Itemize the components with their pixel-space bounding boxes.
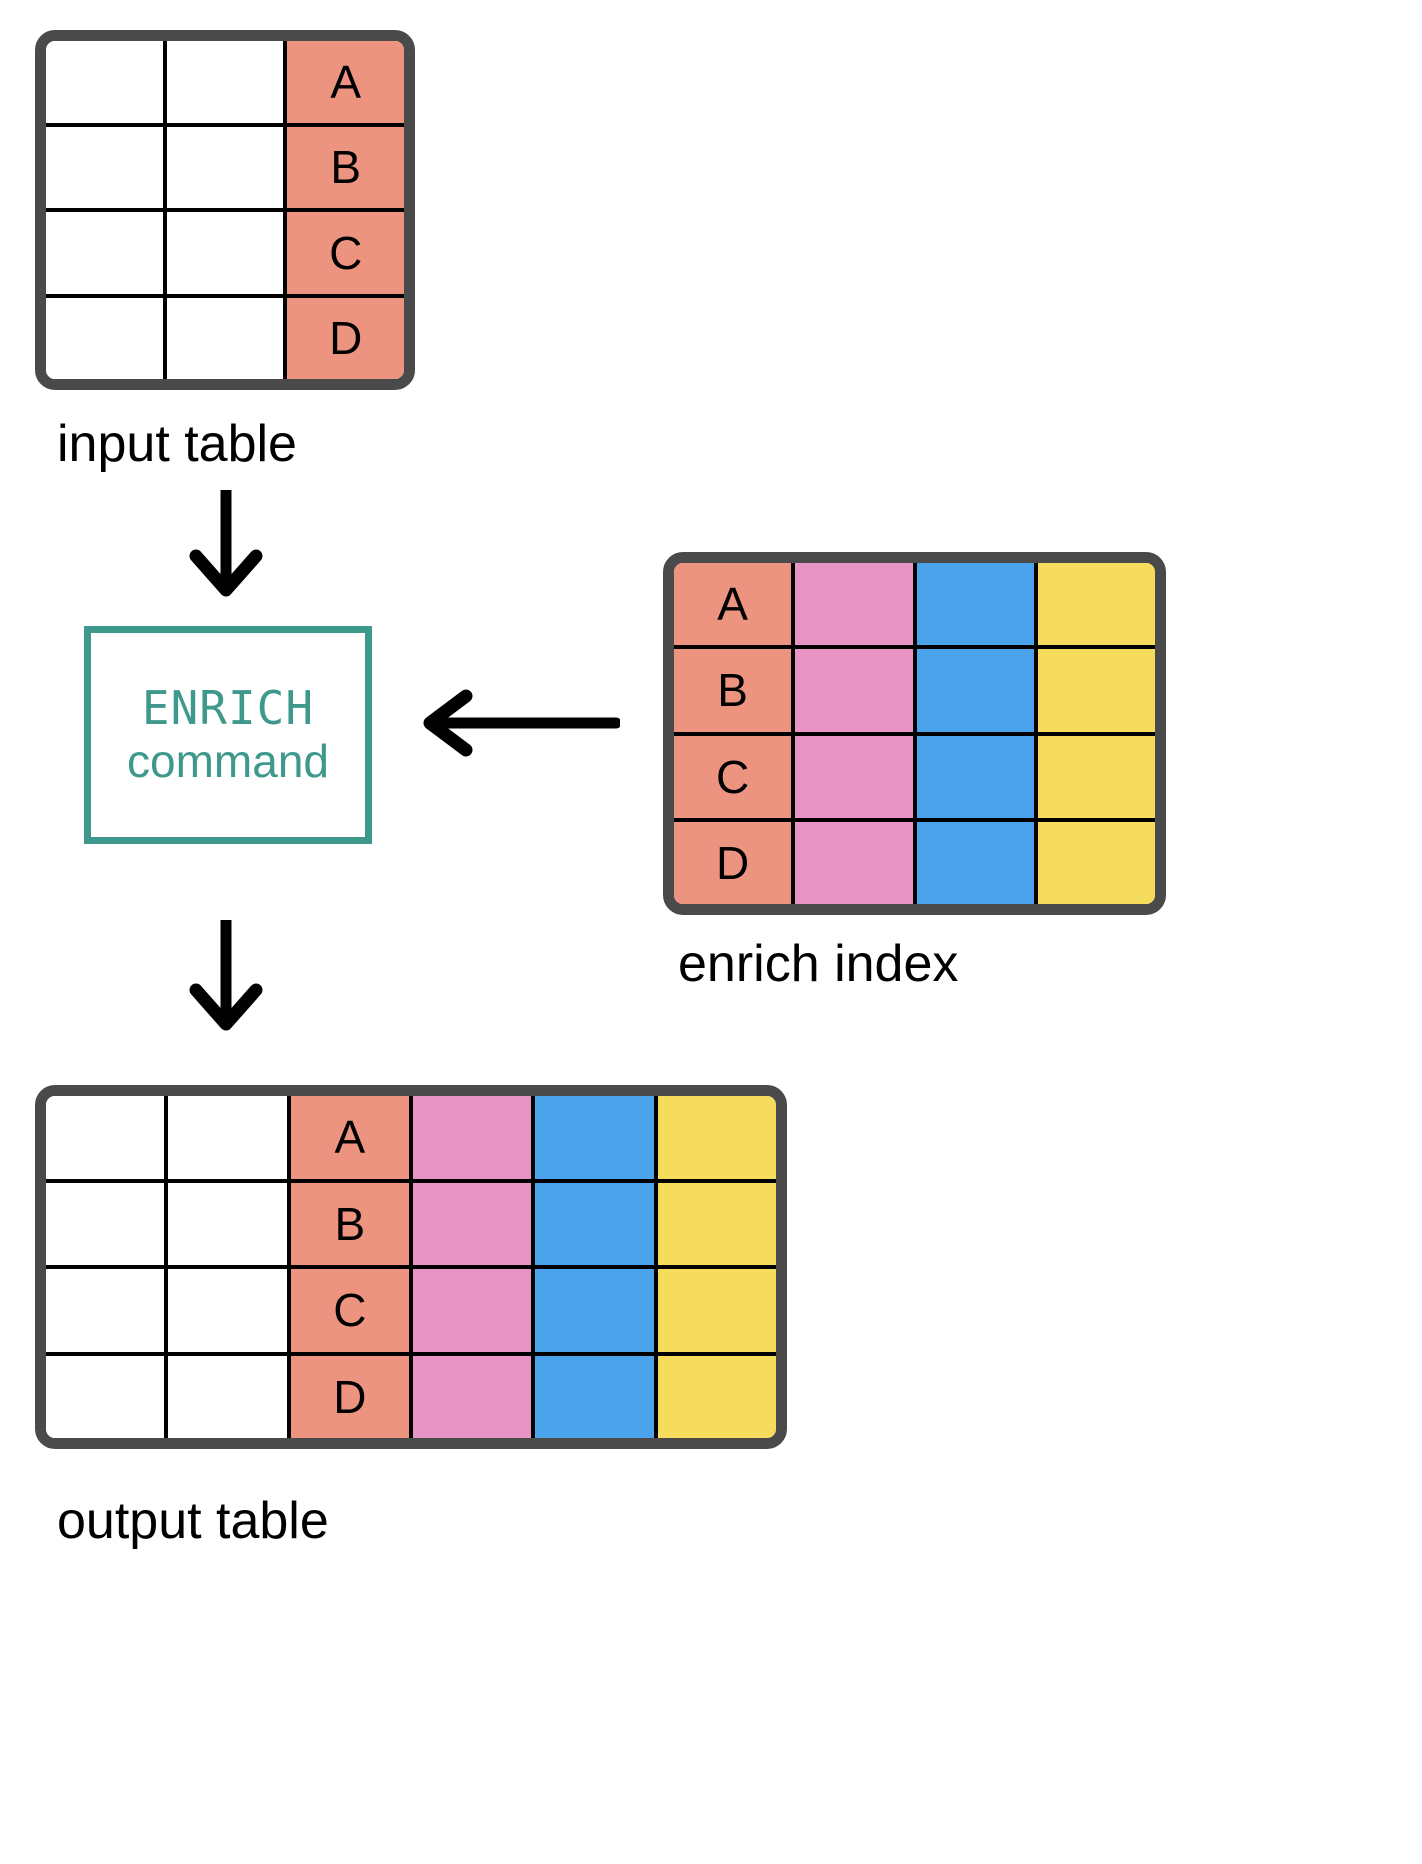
table-cell-enrich-col-2 bbox=[916, 735, 1038, 818]
table-cell-enrich-col-1 bbox=[795, 821, 917, 904]
table-cell-col-2 bbox=[168, 1269, 291, 1352]
table-cell-enrich-col-1 bbox=[412, 1096, 536, 1179]
table-cell-col-1 bbox=[46, 1269, 169, 1352]
table-cell-enrich-col-2 bbox=[535, 1355, 658, 1438]
table-cell-key-col: C bbox=[287, 212, 404, 294]
table-cell-key-col: A bbox=[674, 563, 796, 646]
table-cell-col-1 bbox=[46, 297, 167, 379]
table-row: D bbox=[674, 821, 1155, 904]
table-row: A bbox=[674, 563, 1155, 650]
table-cell-key-col: C bbox=[290, 1269, 413, 1352]
table-row: D bbox=[46, 297, 404, 379]
table-cell-col-1 bbox=[46, 1355, 169, 1438]
table-row: C bbox=[46, 212, 404, 298]
table-cell-key-col: B bbox=[674, 649, 796, 732]
table-cell-enrich-col-2 bbox=[916, 563, 1038, 646]
table-cell-enrich-col-3 bbox=[1037, 735, 1155, 818]
table-cell-col-1 bbox=[46, 212, 167, 294]
table-row: C bbox=[46, 1269, 776, 1356]
table-row: C bbox=[674, 735, 1155, 822]
input-table-caption: input table bbox=[57, 415, 297, 473]
table-row: A bbox=[46, 1096, 776, 1183]
table-row: B bbox=[674, 649, 1155, 736]
table-cell-enrich-col-3 bbox=[1037, 821, 1155, 904]
arrow-command-to-output bbox=[176, 914, 276, 1040]
output-table-caption: output table bbox=[57, 1492, 329, 1550]
table-cell-key-col: B bbox=[287, 126, 404, 208]
enrich-command-line-1: ENRICH bbox=[141, 681, 315, 736]
table-cell-key-col: D bbox=[287, 297, 404, 379]
table-cell-col-2 bbox=[168, 1182, 291, 1265]
table-cell-col-1 bbox=[46, 126, 167, 208]
table-cell-enrich-col-1 bbox=[795, 649, 917, 732]
table-cell-col-1 bbox=[46, 41, 167, 123]
table-cell-enrich-col-3 bbox=[657, 1096, 776, 1179]
table-cell-enrich-col-3 bbox=[1037, 649, 1155, 732]
table-cell-col-2 bbox=[166, 126, 288, 208]
table-cell-enrich-col-1 bbox=[412, 1355, 536, 1438]
table-row: B bbox=[46, 1182, 776, 1269]
arrow-input-to-command bbox=[176, 484, 276, 605]
enrich-index-caption: enrich index bbox=[678, 935, 959, 993]
table-cell-col-2 bbox=[166, 297, 288, 379]
table-row: B bbox=[46, 126, 404, 212]
table-cell-col-2 bbox=[168, 1096, 291, 1179]
table-cell-key-col: C bbox=[674, 735, 796, 818]
table-cell-col-2 bbox=[166, 212, 288, 294]
table-cell-key-col: A bbox=[290, 1096, 413, 1179]
table-cell-key-col: D bbox=[290, 1355, 413, 1438]
arrow-index-to-command bbox=[420, 688, 622, 763]
table-cell-enrich-col-3 bbox=[657, 1269, 776, 1352]
table-cell-enrich-col-3 bbox=[657, 1355, 776, 1438]
table-cell-enrich-col-1 bbox=[795, 735, 917, 818]
table-cell-col-1 bbox=[46, 1182, 169, 1265]
table-cell-enrich-col-2 bbox=[535, 1096, 658, 1179]
table-cell-enrich-col-2 bbox=[535, 1269, 658, 1352]
table-cell-enrich-col-3 bbox=[1037, 563, 1155, 646]
table-cell-enrich-col-1 bbox=[412, 1269, 536, 1352]
enrich-command-line-2: command bbox=[127, 735, 329, 787]
table-cell-enrich-col-1 bbox=[412, 1182, 536, 1265]
table-cell-enrich-col-2 bbox=[916, 649, 1038, 732]
table-row: A bbox=[46, 41, 404, 127]
table-cell-enrich-col-1 bbox=[795, 563, 917, 646]
table-cell-col-2 bbox=[168, 1355, 291, 1438]
enrich-command-box[interactable]: ENRICH command bbox=[84, 626, 372, 844]
table-cell-enrich-col-2 bbox=[916, 821, 1038, 904]
table-cell-key-col: A bbox=[287, 41, 404, 123]
table-cell-key-col: D bbox=[674, 821, 796, 904]
table-cell-enrich-col-3 bbox=[657, 1182, 776, 1265]
table-cell-col-1 bbox=[46, 1096, 169, 1179]
table-cell-enrich-col-2 bbox=[535, 1182, 658, 1265]
table-cell-col-2 bbox=[166, 41, 288, 123]
table-row: D bbox=[46, 1355, 776, 1438]
table-cell-key-col: B bbox=[290, 1182, 413, 1265]
